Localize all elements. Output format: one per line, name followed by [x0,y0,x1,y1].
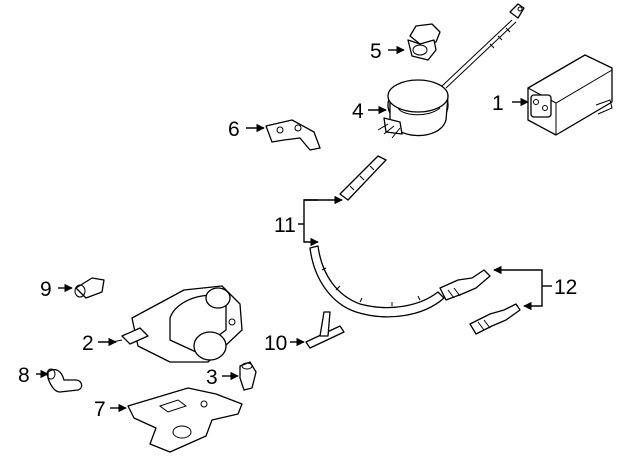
actuator-part [377,79,449,139]
plug-part [74,277,105,299]
cable-part [441,3,525,89]
callout-label-10: 10 [264,332,287,355]
callout-label-1: 1 [492,92,504,115]
callout-label-2: 2 [82,332,94,355]
callout-label-8: 8 [18,364,30,387]
callout-arrow-11a [303,199,319,247]
fitting-part [439,269,521,335]
valve-part [239,361,257,391]
connector-part [407,23,441,61]
bracket-part [265,119,321,151]
plate-part [127,387,243,453]
callout-arrow-12b [523,286,543,311]
callout-label-9: 9 [40,278,52,301]
callout-label-6: 6 [228,118,240,141]
callout-label-4: 4 [352,100,364,123]
callout-label-5: 5 [370,40,382,63]
tee-part [305,311,345,349]
pump-part [111,285,243,363]
elbow-part [46,368,83,393]
callout-label-12: 12 [554,276,577,299]
callout-label-11: 11 [274,214,296,237]
callout-label-3: 3 [206,366,218,389]
callout-arrow-12a [493,265,543,286]
canister-part [527,54,613,136]
callout-label-7: 7 [94,398,106,421]
hose-part [309,155,445,318]
